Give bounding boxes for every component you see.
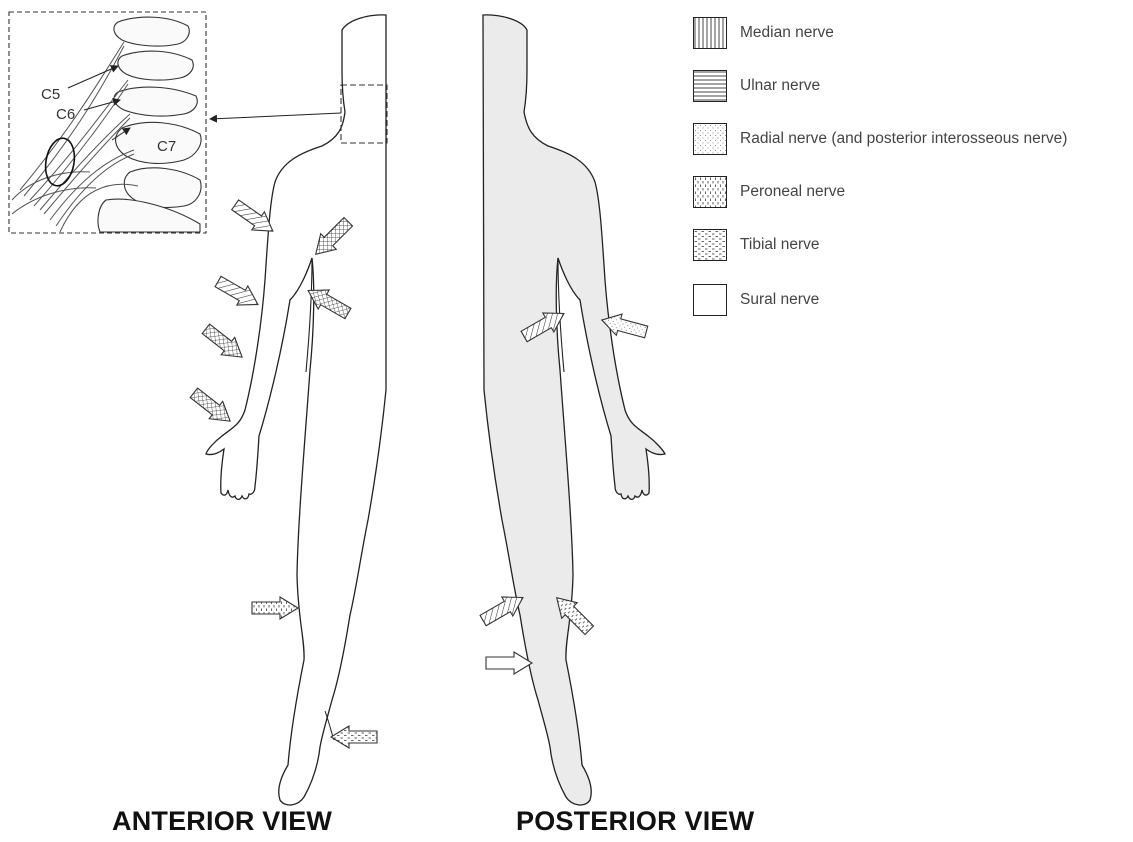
legend-item-peroneal: Peroneal nerve xyxy=(693,175,845,209)
inset-pointer-line xyxy=(210,113,341,119)
arrow-anterior-elbow xyxy=(199,320,249,366)
cervical-inset: C5 C6 C7 xyxy=(9,12,206,233)
anterior-figure xyxy=(206,15,387,805)
legend-label-ulnar: Ulnar nerve xyxy=(740,77,820,95)
tibial-pattern-swatch xyxy=(693,229,727,261)
legend-item-tibial: Tibial nerve xyxy=(693,228,820,262)
c5-label: C5 xyxy=(41,86,60,103)
anterior-body-outline xyxy=(206,15,386,805)
sural-pattern-swatch xyxy=(693,284,727,316)
c6-label: C6 xyxy=(56,106,75,123)
arrow-anterior-ankle xyxy=(331,726,377,748)
legend-item-ulnar: Ulnar nerve xyxy=(693,69,820,103)
legend-label-peroneal: Peroneal nerve xyxy=(740,183,845,201)
legend-label-median: Median nerve xyxy=(740,24,834,42)
c7-label: C7 xyxy=(157,138,176,155)
anterior-view-title: ANTERIOR VIEW xyxy=(112,806,332,837)
posterior-view-title: POSTERIOR VIEW xyxy=(516,806,754,837)
arrow-posterior-calf xyxy=(486,652,532,674)
posterior-figure xyxy=(483,15,665,805)
arrow-anterior-knee xyxy=(252,597,298,619)
ulnar-pattern-swatch xyxy=(693,70,727,102)
posterior-body-outline xyxy=(483,15,665,805)
radial-pattern-swatch xyxy=(693,123,727,155)
legend-label-radial: Radial nerve (and posterior interosseous… xyxy=(740,130,1067,148)
median-pattern-swatch xyxy=(693,17,727,49)
legend-item-sural: Sural nerve xyxy=(693,283,819,317)
legend-label-sural: Sural nerve xyxy=(740,291,819,309)
legend-item-median: Median nerve xyxy=(693,16,834,50)
arrow-anterior-forearm xyxy=(187,384,237,430)
legend-item-radial: Radial nerve (and posterior interosseous… xyxy=(693,122,1067,156)
arrow-anterior-upper-arm-lateral xyxy=(213,272,264,314)
legend-label-tibial: Tibial nerve xyxy=(740,236,820,254)
peroneal-pattern-swatch xyxy=(693,176,727,208)
